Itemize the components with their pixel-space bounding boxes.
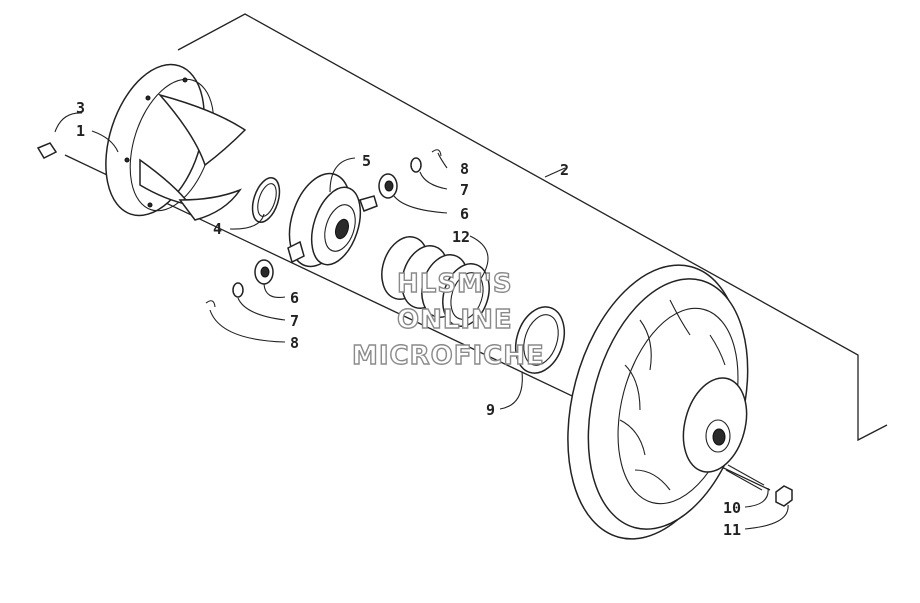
callout-12: 12 <box>452 228 470 246</box>
callout-6-upper: 6 <box>460 205 469 223</box>
snap-ring-part <box>251 177 281 223</box>
bolt-part <box>36 142 58 159</box>
leader-3 <box>54 112 83 133</box>
spring-part <box>381 236 490 327</box>
ring-part <box>514 306 566 374</box>
leader-7-lower <box>237 297 286 321</box>
callout-7-lower: 7 <box>290 312 299 330</box>
leader-4 <box>229 213 265 230</box>
callout-10: 10 <box>723 499 741 517</box>
callout-8-upper: 8 <box>460 160 469 178</box>
callout-1: 1 <box>76 122 85 140</box>
callout-2: 2 <box>560 161 569 179</box>
roller-lower-part <box>254 259 274 285</box>
leader-9 <box>499 371 523 410</box>
pin-part <box>725 464 765 491</box>
housing-part <box>105 63 247 221</box>
roller-upper-part <box>378 173 398 199</box>
callout-11: 11 <box>723 521 741 539</box>
leader-10 <box>744 487 769 508</box>
clip-upper-part <box>431 149 442 157</box>
leader-5 <box>329 157 356 193</box>
callout-5: 5 <box>362 152 371 170</box>
cam-part <box>287 172 378 268</box>
watermark-line-2: ONLINE <box>397 305 513 335</box>
callout-4: 4 <box>213 220 222 238</box>
sheave-part <box>567 264 749 540</box>
leader-6-lower <box>263 283 286 299</box>
leader-11 <box>744 504 789 530</box>
callout-9: 9 <box>486 401 495 419</box>
leader-2 <box>544 167 566 178</box>
watermark-line-3: MICROFICHE <box>352 341 545 371</box>
clip-lower-part <box>205 300 216 308</box>
leader-1 <box>91 130 119 153</box>
watermark-line-1: HLSM'S <box>397 269 513 299</box>
leader-7-upper <box>419 171 448 190</box>
callout-7-upper: 7 <box>460 181 469 199</box>
assembly-bracket-line <box>177 13 888 442</box>
callout-3: 3 <box>76 99 85 117</box>
leader-8-lower <box>209 309 286 343</box>
callout-6-lower: 6 <box>290 289 299 307</box>
leader-6-upper <box>393 195 448 214</box>
callout-8-lower: 8 <box>290 334 299 352</box>
nut-part <box>775 485 793 507</box>
leader-12 <box>469 235 489 281</box>
washer-lower-part <box>232 282 244 298</box>
washer-upper-part <box>410 157 422 173</box>
leader-8-upper <box>437 152 448 169</box>
